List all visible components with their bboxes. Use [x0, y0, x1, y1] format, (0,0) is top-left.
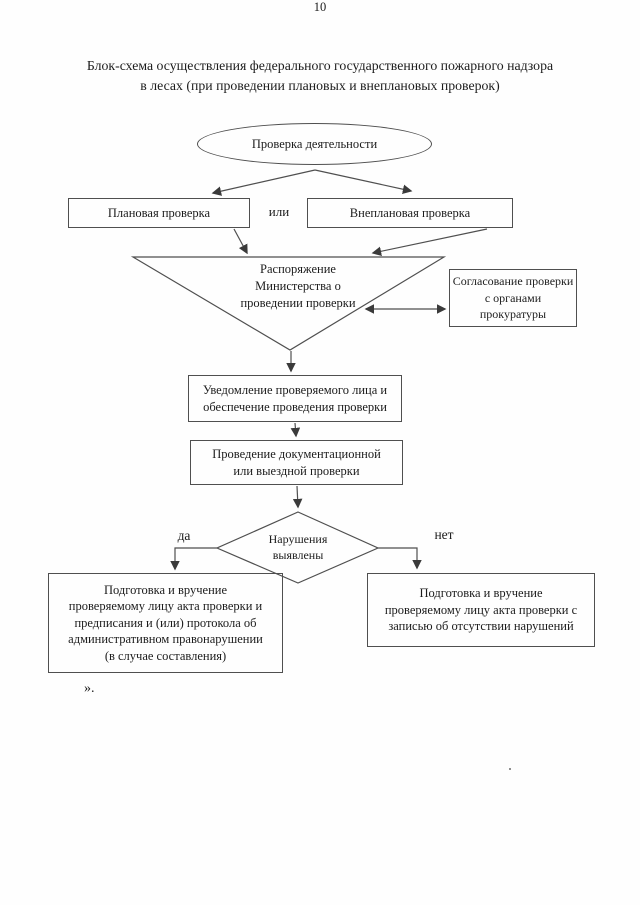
- document-title-line-1: Блок-схема осуществления федерального го…: [86, 58, 554, 73]
- decision-no-label: нет: [434, 527, 454, 542]
- document-title-line-2: в лесах (при проведении плановых и внепл…: [140, 78, 500, 93]
- arrow-decision-yes-branch: [170, 547, 217, 571]
- scan-speck: [509, 768, 511, 770]
- or-label: или: [268, 204, 290, 219]
- node-unplanned-check: Внеплановая проверка: [307, 198, 513, 228]
- node-start-ellipse: Проверка деятельности: [197, 123, 432, 165]
- node-ministry-order-label: Распоряжение Министерства о проведении п…: [240, 262, 356, 310]
- node-result-violations: Подготовка и вручение проверяемому лицу …: [48, 573, 283, 673]
- node-inspection: Проведение документационной или выездной…: [190, 440, 403, 485]
- arrow-start-to-planned: [211, 169, 316, 196]
- node-planned-check: Плановая проверка: [68, 198, 250, 228]
- page-number: 10: [313, 0, 327, 14]
- node-result-no-violations-label: Подготовка и вручение проверяемому лицу …: [384, 586, 578, 634]
- arrow-notification-to-inspection: [290, 422, 301, 438]
- node-result-no-violations: Подготовка и вручение проверяемому лицу …: [367, 573, 595, 647]
- node-planned-check-label: Плановая проверка: [107, 205, 211, 220]
- decision-yes-label: да: [177, 528, 191, 543]
- document-title: Блок-схема осуществления федерального го…: [0, 56, 640, 96]
- arrow-inspection-to-decision: [292, 485, 303, 509]
- node-prosecutor-approval-label: Согласование проверки с органами прокура…: [452, 274, 574, 322]
- node-notification-label: Уведомление проверяемого лица и обеспече…: [202, 382, 388, 414]
- arrow-start-to-unplanned: [314, 169, 413, 194]
- arrow-unplanned-to-order: [371, 228, 488, 257]
- closing-quote-mark: ».: [84, 681, 95, 696]
- node-prosecutor-approval: Согласование проверки с органами прокура…: [449, 269, 577, 327]
- arrow-decision-no-branch: [378, 547, 422, 570]
- node-start-label: Проверка деятельности: [251, 136, 378, 151]
- node-notification: Уведомление проверяемого лица и обеспече…: [188, 375, 402, 422]
- node-unplanned-check-label: Внеплановая проверка: [349, 205, 471, 220]
- node-inspection-label: Проведение документационной или выездной…: [212, 446, 381, 478]
- node-violations-decision-label: Нарушения выявлены: [268, 532, 328, 562]
- arrow-planned-to-order: [233, 228, 248, 255]
- node-result-violations-label: Подготовка и вручение проверяемому лицу …: [68, 582, 263, 663]
